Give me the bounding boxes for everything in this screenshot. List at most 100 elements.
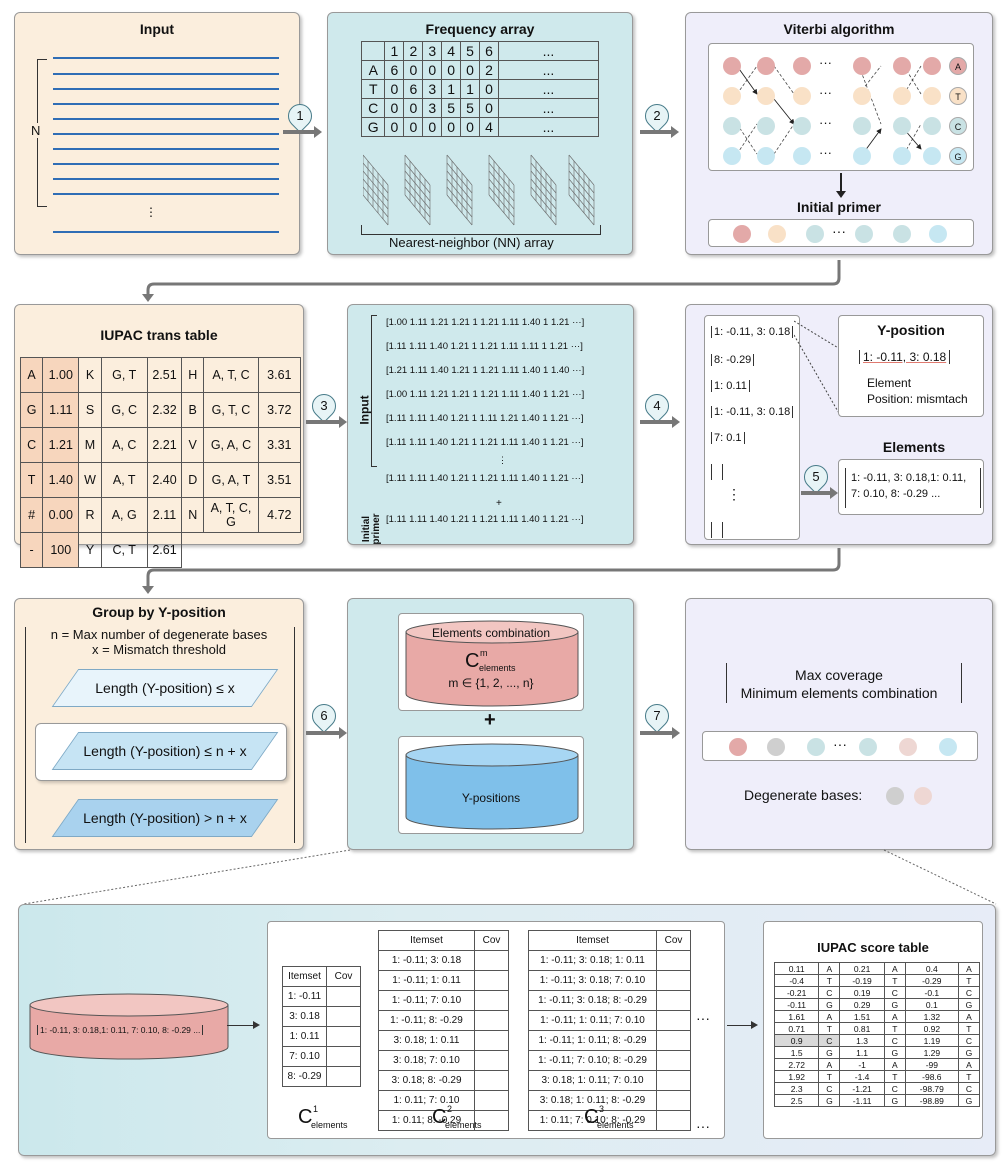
primer-base-5 [893, 225, 911, 243]
itemset-row: 1: -0.11; 8: -0.29 [378, 1010, 509, 1031]
group-x-def: x = Mismatch threshold [91, 642, 227, 657]
arrow-4 [640, 416, 680, 428]
viterbi-ellipsis: ··· [819, 85, 832, 100]
itemset-cell: 1: -0.11; 7: 0.10; 8: -0.29 [528, 1050, 657, 1071]
itemset-row: 1: -0.11; 3: 0.18; 7: 0.10 [528, 970, 691, 991]
freq-header-cell: 5 [460, 41, 481, 61]
viterbi-base-T: T [949, 87, 967, 105]
viterbi-state [723, 117, 741, 135]
score-cell: 0.21 [839, 962, 885, 975]
itemset-cell: 3: 0.18 [282, 1006, 327, 1027]
viterbi-state [757, 117, 775, 135]
iupac-cell: B [181, 392, 205, 428]
viterbi-state [893, 57, 911, 75]
viterbi-state [853, 87, 871, 105]
input-sequence-line [53, 118, 279, 120]
score-cell: -98.6 [904, 1070, 959, 1083]
score-cell: -0.21 [773, 986, 820, 999]
viterbi-state [853, 147, 871, 165]
matrix-input-label: Input [357, 395, 372, 425]
arrow-2 [640, 126, 679, 138]
y-empty-2 [711, 522, 723, 538]
cov-cell [656, 1070, 691, 1091]
iupac-cell: C, T [100, 532, 148, 568]
itemset-row: 1: -0.11; 7: 0.10 [378, 990, 509, 1011]
score-cell: T [818, 1070, 841, 1083]
viterbi-title: Viterbi algorithm [783, 21, 895, 37]
score-cell: A [883, 1058, 906, 1071]
iupac-cell: G, C [100, 392, 148, 428]
score-cell: A [883, 962, 906, 975]
input-sequence-line [53, 57, 279, 59]
viterbi-base-G: G [949, 147, 967, 165]
freq-cell: 0 [441, 117, 462, 137]
score-cell: C [818, 1082, 841, 1095]
nn-bracket [361, 225, 601, 235]
group-n-def: n = Max number of degenerate bases [50, 627, 268, 642]
score-cell: 0.92 [904, 1022, 959, 1035]
iupac-cell: A, G [100, 497, 148, 533]
freq-cell: 0 [479, 79, 499, 99]
score-cell: 0.19 [839, 986, 885, 999]
score-cell: 1.3 [839, 1034, 885, 1047]
iupac-trans-title: IUPAC trans table [100, 327, 218, 343]
iupac-cell: G, T, C [203, 392, 259, 428]
iupac-cell: 3.61 [257, 357, 302, 393]
input-sequence-line [53, 73, 279, 75]
freq-cell: ... [498, 117, 599, 137]
itemset-row: 3: 0.18; 8: -0.29 [378, 1070, 509, 1091]
input-sequence-line [53, 178, 279, 180]
freq-cell: 0 [460, 60, 481, 80]
score-cell: 0.29 [839, 998, 885, 1011]
y-position-title: Y-position [877, 322, 945, 338]
input-title: Input [139, 21, 175, 37]
score-cell: T [883, 1022, 906, 1035]
score-cell: G [818, 1046, 841, 1059]
cov-cell [474, 950, 509, 971]
initial-primer-box: ··· [708, 219, 974, 247]
matrix-row: [1.00 1.11 1.21 1.21 1 1.21 1.11 1.40 1 … [386, 389, 585, 400]
iupac-cell: - [19, 532, 44, 568]
cov-cell [326, 1006, 361, 1027]
freq-cell: 5 [441, 98, 462, 118]
score-cell: 1.1 [839, 1046, 885, 1059]
viterbi-state [723, 87, 741, 105]
itemset-cell: 1: 0.11; 7: 0.10 [378, 1090, 475, 1111]
iupac-cell: G, T [100, 357, 148, 393]
freq-cell: 0 [422, 117, 443, 137]
y-example-text: 1: -0.11, 3: 0.18 [863, 350, 947, 364]
input-sequence-line [53, 103, 279, 105]
itemset-header-cell: Itemset [282, 966, 327, 987]
freq-cell: 6 [403, 79, 424, 99]
itemset-cell: 1: -0.11; 8: -0.29 [378, 1010, 475, 1031]
step-6-marker: 6 [307, 699, 341, 733]
viterbi-base-A: A [949, 57, 967, 75]
frequency-title: Frequency array [425, 21, 535, 37]
input-sequence-line [53, 231, 279, 233]
score-cell: T [883, 974, 906, 987]
cov-cell [326, 1046, 361, 1067]
score-cell: C [957, 1034, 981, 1047]
score-cell: C [883, 986, 906, 999]
itemset-row: 1: -0.11; 7: 0.10; 8: -0.29 [528, 1050, 691, 1071]
score-cell: T [883, 1070, 906, 1083]
iupac-cell: 1.21 [42, 427, 80, 463]
itemset-cell: 1: -0.11; 7: 0.10 [378, 990, 475, 1011]
viterbi-state [757, 57, 775, 75]
itemset-row: 1: -0.11; 1: 0.11; 8: -0.29 [528, 1030, 691, 1051]
cov-cell [326, 1026, 361, 1047]
